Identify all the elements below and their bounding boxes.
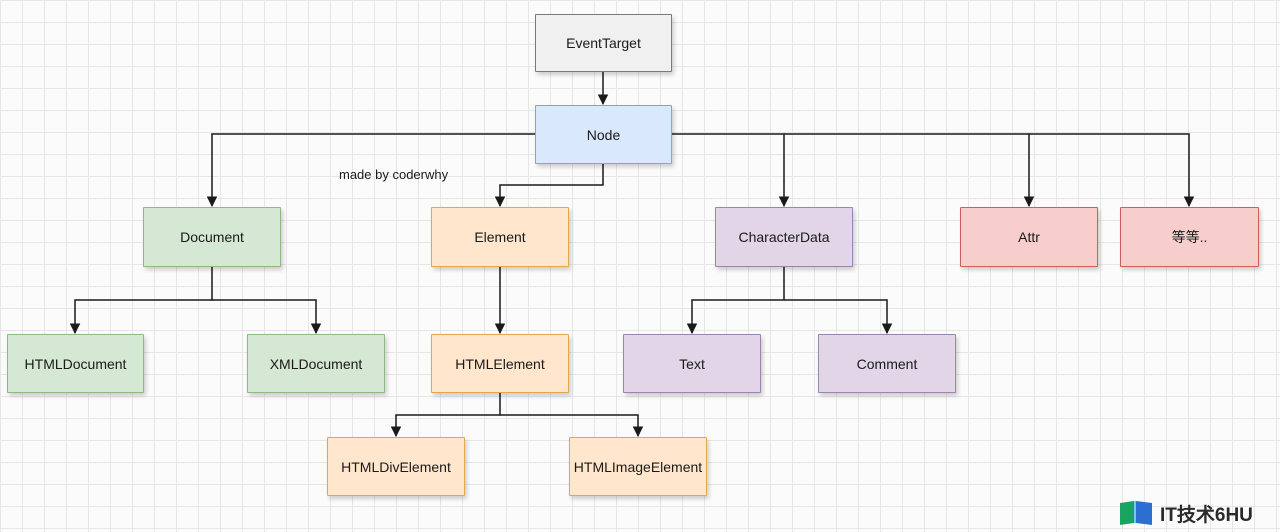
node-htmlelement: HTMLElement: [431, 334, 569, 393]
node-characterdata-label: CharacterData: [738, 229, 830, 245]
node-characterdata: CharacterData: [715, 207, 853, 267]
node-htmldivelement-label: HTMLDivElement: [341, 458, 451, 475]
edge-characterdata-comment: [784, 299, 893, 335]
node-etc: 等等..: [1120, 207, 1259, 267]
book-logo-icon: [1120, 501, 1152, 525]
node-eventtarget-label: EventTarget: [566, 35, 641, 51]
node-element-label: Element: [474, 229, 526, 245]
node-document: Document: [143, 207, 281, 267]
node-xmldocument: XMLDocument: [247, 334, 385, 393]
edge-node-attr: [784, 133, 1035, 208]
node-text-label: Text: [679, 355, 705, 372]
node-element: Element: [431, 207, 569, 267]
node-htmldocument: HTMLDocument: [7, 334, 144, 393]
node-attr: Attr: [960, 207, 1098, 267]
edge-characterdata-text: [686, 267, 785, 335]
watermark-text: IT技术6HU: [1160, 504, 1253, 526]
node-node: Node: [535, 105, 672, 164]
edge-htmlelement-htmlimageelement: [500, 414, 644, 438]
edge-node-element: [494, 164, 604, 208]
node-node-label: Node: [586, 126, 621, 143]
node-comment: Comment: [818, 334, 956, 393]
watermark: IT技术6HU: [1118, 498, 1278, 528]
node-htmlimageelement-label: HTMLImageElement: [573, 458, 703, 475]
node-attr-label: Attr: [1018, 229, 1040, 245]
node-comment-label: Comment: [856, 355, 918, 372]
node-eventtarget: EventTarget: [535, 14, 672, 72]
node-document-label: Document: [180, 229, 244, 245]
node-xmldocument-label: XMLDocument: [269, 355, 363, 372]
edge-node-etc: [1029, 133, 1195, 208]
node-text: Text: [623, 334, 761, 393]
edge-node-document: [206, 133, 535, 208]
author-note: made by coderwhy: [339, 167, 449, 182]
node-htmlimageelement: HTMLImageElement: [569, 437, 707, 496]
edge-htmlelement-htmldivelement: [390, 393, 501, 438]
node-htmlelement-label: HTMLElement: [455, 355, 545, 372]
edge-node-characterdata: [672, 133, 790, 208]
edge-document-htmldocument: [69, 267, 213, 335]
edge-document-xmldocument: [212, 299, 322, 335]
node-htmldivelement: HTMLDivElement: [327, 437, 465, 496]
node-htmldocument-label: HTMLDocument: [24, 355, 127, 372]
node-etc-label: 等等..: [1171, 229, 1208, 245]
